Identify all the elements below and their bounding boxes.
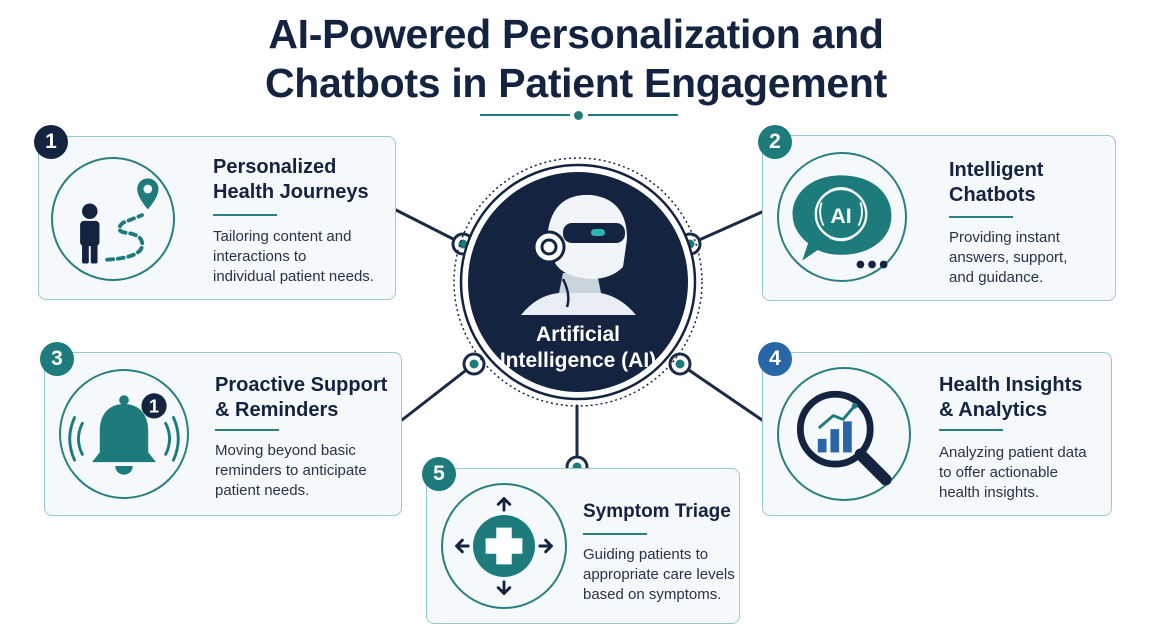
card-proactive-support-reminders: 1 Proactive Support & Reminders Moving b… (44, 352, 402, 516)
magnifier-chart-icon (796, 390, 892, 486)
card-3-desc-line-2: reminders to anticipate (215, 462, 367, 479)
card-1-desc-line-2: interactions to (213, 248, 307, 265)
card-5-desc-line-3: based on symptoms. (583, 586, 722, 603)
center-label-line-1: Artificial (535, 323, 621, 346)
card-2-description: Providing instant answers, support, and … (949, 228, 1067, 288)
card-intelligent-chatbots: AI Intelligent Chatbots Providing instan… (762, 135, 1116, 301)
card-3-heading-line-1: Proactive Support (215, 374, 388, 396)
card-5-divider (583, 533, 647, 535)
medical-cross-arrows-icon (455, 497, 553, 595)
card-3-heading-line-2: & Reminders (215, 399, 339, 421)
card-2-desc-line-2: answers, support, (949, 249, 1068, 266)
card-4-divider (939, 429, 1003, 431)
card-4-number-badge: 4 (758, 342, 792, 376)
center-label-line-2: Intelligence (AI) (499, 349, 657, 372)
card-1-description: Tailoring content and interactions to in… (213, 227, 374, 287)
card-5-number-badge: 5 (422, 457, 456, 491)
person-path-pin-icon (80, 178, 159, 264)
card-3-icon-circle: 1 (59, 369, 189, 499)
card-1-divider (213, 214, 277, 216)
card-4-heading-line-1: Health Insights (939, 374, 1083, 396)
card-4-desc-line-3: health insights. (939, 484, 1040, 501)
card-4-heading: Health Insights & Analytics (939, 373, 1082, 423)
card-5-desc-line-2: appropriate care levels (583, 566, 735, 583)
card-1-number-badge: 1 (34, 125, 68, 159)
card-4-desc-line-1: Analyzing patient data (939, 444, 1087, 461)
card-5-desc-line-1: Guiding patients to (583, 546, 709, 563)
card-1-desc-line-3: individual patient needs. (213, 268, 374, 285)
card-1-heading-line-1: Personalized (213, 156, 337, 178)
title-divider (480, 108, 678, 122)
card-3-desc-line-1: Moving beyond basic (215, 442, 356, 459)
card-2-desc-line-3: and guidance. (949, 269, 1044, 286)
page-title: AI-Powered Personalization and Chatbots … (0, 10, 1152, 108)
card-symptom-triage: Symptom Triage Guiding patients to appro… (426, 468, 740, 624)
title-line-1: AI-Powered Personalization and (268, 11, 884, 57)
card-4-description: Analyzing patient data to offer actionab… (939, 443, 1087, 503)
ai-chat-bubble-text: AI (830, 204, 851, 228)
card-2-number-badge: 2 (758, 125, 792, 159)
card-health-insights-analytics: Health Insights & Analytics Analyzing pa… (762, 352, 1112, 516)
ai-chat-bubble-icon: AI (792, 175, 892, 269)
card-5-icon-circle (441, 483, 567, 609)
notification-bell-icon: 1 (68, 393, 180, 475)
card-2-icon-circle: AI (777, 152, 907, 282)
card-1-heading: Personalized Health Journeys (213, 155, 369, 205)
card-5-description: Guiding patients to appropriate care lev… (583, 545, 735, 605)
card-5-heading: Symptom Triage (583, 499, 731, 524)
card-2-heading-line-2: Chatbots (949, 184, 1036, 206)
card-3-number-badge: 3 (40, 342, 74, 376)
card-5-heading-line-1: Symptom Triage (583, 501, 731, 522)
center-label: Artificial Intelligence (AI) (451, 322, 705, 374)
card-3-divider (215, 429, 279, 431)
card-3-description: Moving beyond basic reminders to anticip… (215, 441, 367, 501)
bell-badge-count: 1 (149, 396, 159, 417)
title-line-2: Chatbots in Patient Engagement (265, 60, 887, 106)
card-2-heading: Intelligent Chatbots (949, 158, 1043, 208)
card-3-desc-line-3: patient needs. (215, 482, 310, 499)
card-personalized-health-journeys: Personalized Health Journeys Tailoring c… (38, 136, 396, 300)
card-1-desc-line-1: Tailoring content and (213, 228, 352, 245)
card-2-heading-line-1: Intelligent (949, 159, 1044, 181)
ai-center-hub: Artificial Intelligence (AI) (451, 155, 705, 409)
card-4-desc-line-2: to offer actionable (939, 464, 1058, 481)
card-4-heading-line-2: & Analytics (939, 399, 1048, 421)
robot-head-icon (521, 194, 636, 315)
card-1-heading-line-2: Health Journeys (213, 181, 369, 203)
card-2-divider (949, 216, 1013, 218)
card-1-icon-circle (51, 157, 175, 281)
card-3-heading: Proactive Support & Reminders (215, 373, 387, 423)
card-4-icon-circle (777, 367, 911, 501)
card-2-desc-line-1: Providing instant (949, 229, 1060, 246)
